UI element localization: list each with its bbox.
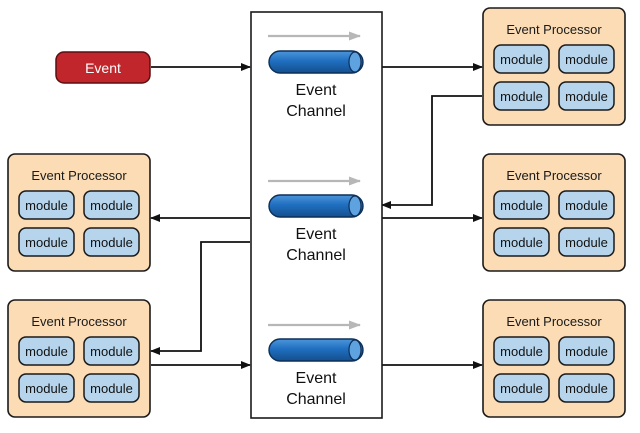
- event-channels-panel: Event Channel Event Channel Event Channe…: [250, 11, 383, 419]
- channel-1-label-line1: Event: [296, 82, 337, 99]
- module-box: [558, 336, 615, 366]
- module-label: module: [500, 89, 543, 104]
- channel-3-label-line2: Channel: [286, 391, 346, 408]
- module-box: [558, 373, 615, 403]
- event-channel-1: Event Channel: [268, 31, 364, 120]
- channel-2-label-line2: Channel: [286, 247, 346, 264]
- module-box: [83, 190, 140, 220]
- module-label: module: [565, 344, 608, 359]
- module-label: module: [90, 381, 133, 396]
- module-box: [493, 190, 550, 220]
- channel-pipe-icon: [268, 194, 364, 218]
- processor-title: Event Processor: [31, 314, 127, 329]
- channel-pipe-icon: [268, 50, 364, 74]
- module-box: [18, 336, 75, 366]
- channel-2-label-line1: Event: [296, 226, 337, 243]
- processor-title: Event Processor: [506, 314, 602, 329]
- module-label: module: [565, 198, 608, 213]
- module-label: module: [500, 235, 543, 250]
- processor-title: Event Processor: [506, 168, 602, 183]
- module-box: [83, 227, 140, 257]
- module-label: module: [25, 235, 68, 250]
- module-label: module: [25, 344, 68, 359]
- module-box: [558, 190, 615, 220]
- module-box: [558, 227, 615, 257]
- module-box: [83, 373, 140, 403]
- module-box: [493, 44, 550, 74]
- processor-title: Event Processor: [31, 168, 127, 183]
- module-box: [493, 336, 550, 366]
- event-channel-2: Event Channel: [268, 176, 364, 264]
- event-processor-right-top: Event Processor module module module module: [482, 7, 626, 126]
- event-channel-3: Event Channel: [268, 320, 364, 408]
- module-label: module: [500, 198, 543, 213]
- event-processor-right-middle: Event Processor module module module module: [482, 153, 626, 272]
- event-box: [55, 51, 151, 84]
- module-label: module: [25, 198, 68, 213]
- module-label: module: [565, 52, 608, 67]
- module-box: [493, 227, 550, 257]
- module-box: [493, 81, 550, 111]
- module-box: [558, 81, 615, 111]
- processor-title: Event Processor: [506, 22, 602, 37]
- module-box: [558, 44, 615, 74]
- module-label: module: [90, 344, 133, 359]
- connector-processor-right-top-to-channel-2: [381, 95, 482, 209]
- module-label: module: [500, 52, 543, 67]
- module-label: module: [500, 344, 543, 359]
- module-label: module: [25, 381, 68, 396]
- channel-3-label-line1: Event: [296, 370, 337, 387]
- module-box: [18, 190, 75, 220]
- channel-pipe-icon: [268, 338, 364, 362]
- module-box: [493, 373, 550, 403]
- event-processor-right-bottom: Event Processor module module module module: [482, 299, 626, 418]
- pipe-end-icon: [348, 195, 362, 217]
- module-label: module: [90, 235, 133, 250]
- event-processor-left-bottom: Event Processor module module module module: [7, 299, 151, 418]
- module-label: module: [565, 89, 608, 104]
- module-label: module: [565, 381, 608, 396]
- pipe-end-icon: [348, 339, 362, 361]
- module-label: module: [565, 235, 608, 250]
- module-box: [18, 227, 75, 257]
- module-label: module: [500, 381, 543, 396]
- channel-1-label-line2: Channel: [286, 103, 346, 120]
- module-box: [18, 373, 75, 403]
- event-processor-left-middle: Event Processor module module module module: [7, 153, 151, 272]
- event-node: Event: [55, 51, 151, 84]
- module-label: module: [90, 198, 133, 213]
- pipe-end-icon: [348, 51, 362, 73]
- module-box: [83, 336, 140, 366]
- event-label: Event: [85, 60, 121, 76]
- connector-channel-2-to-processor-left-bottom: [150, 241, 250, 355]
- connectors: [150, 63, 483, 369]
